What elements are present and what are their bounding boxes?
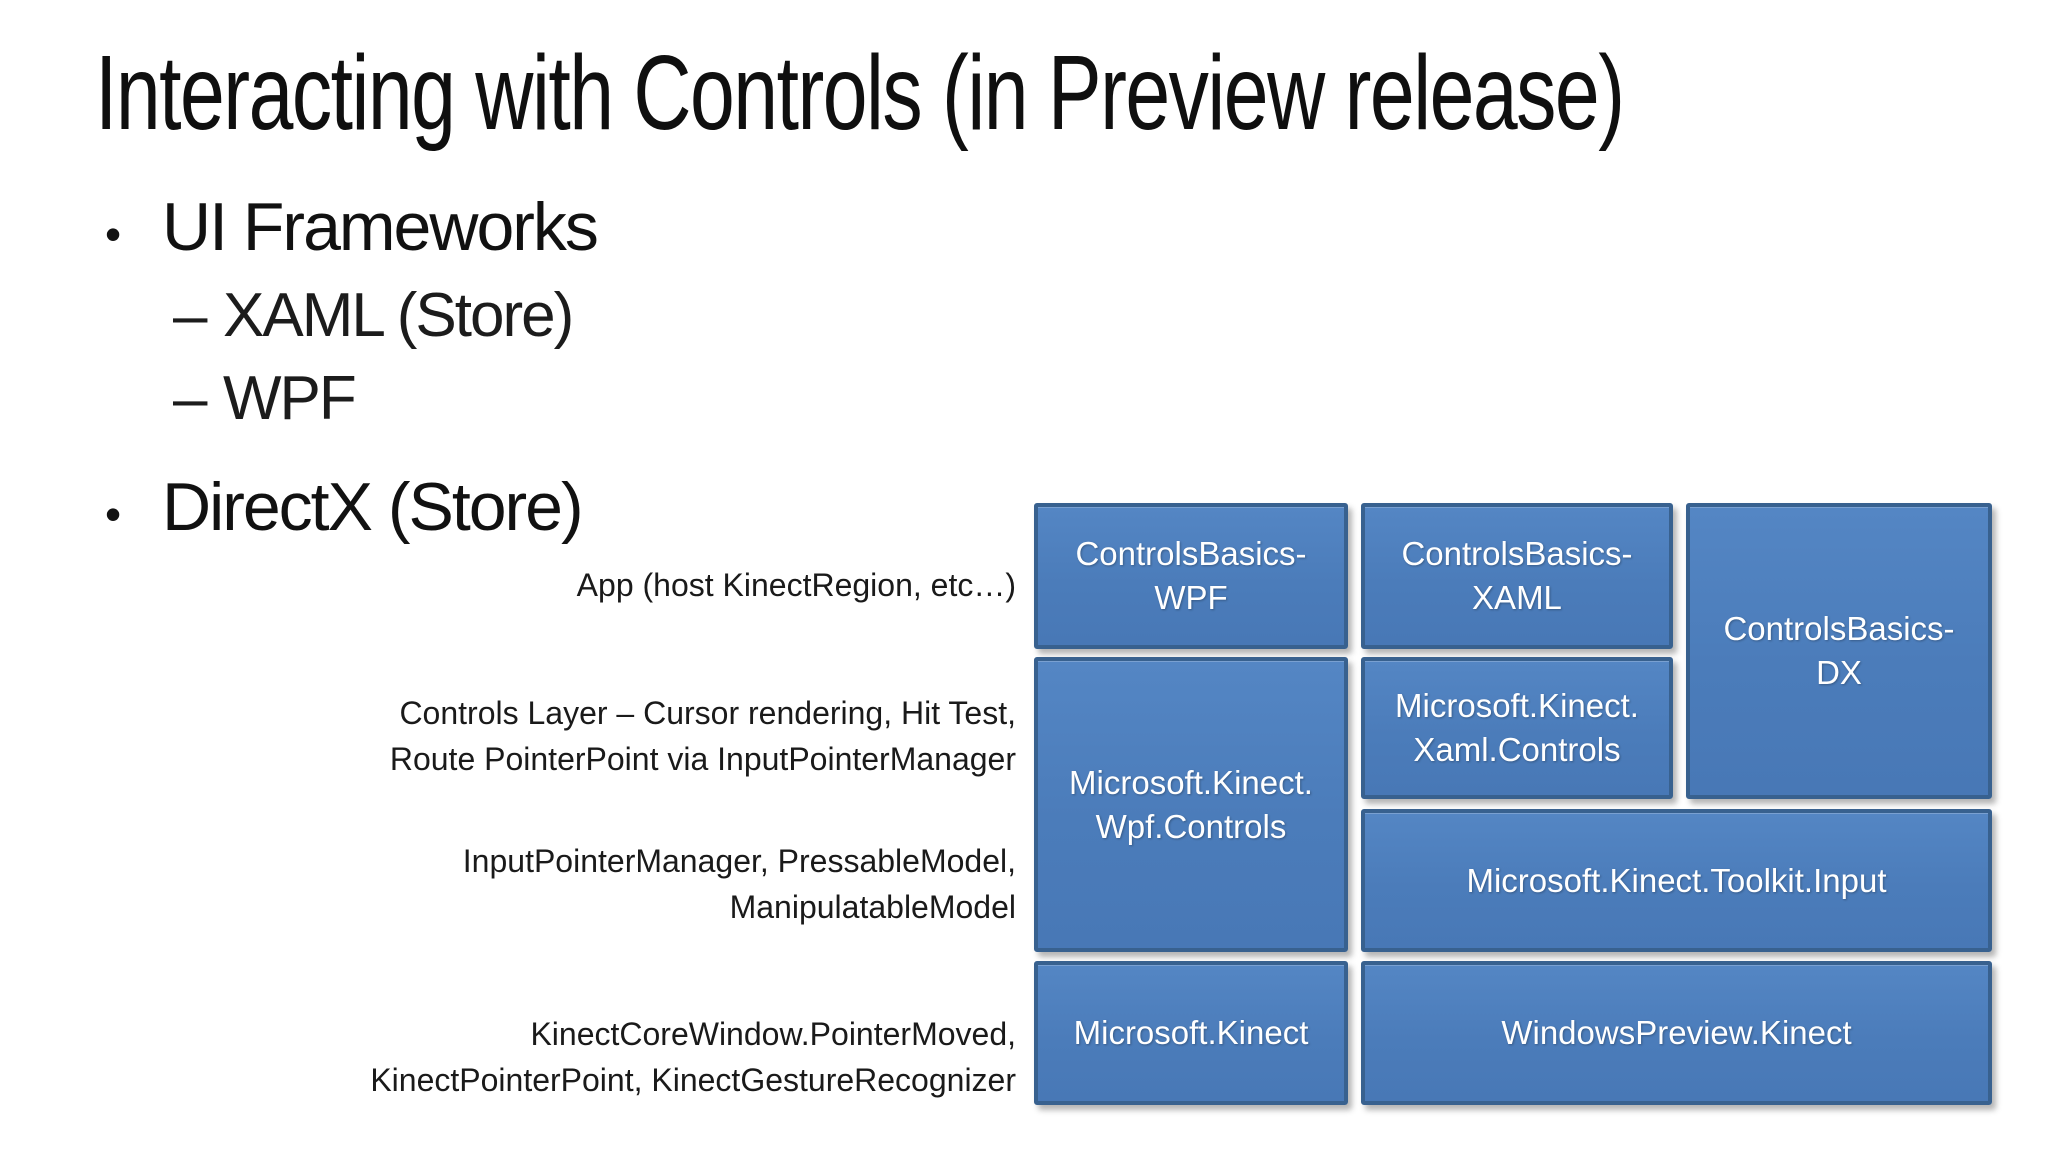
label-controls-layer: Controls Layer – Cursor rendering, Hit T…: [389, 695, 1016, 777]
bullet-dash-icon: –: [173, 281, 208, 350]
box-microsoft-kinect-wpf-controls: Microsoft.Kinect. Wpf.Controls: [1034, 657, 1348, 952]
box-microsoft-kinect: Microsoft.Kinect: [1034, 961, 1348, 1105]
slide-title: Interacting with Controls (in Preview re…: [95, 34, 1625, 152]
bullet-wpf: –WPF: [173, 361, 357, 437]
bullet-text-wpf: WPF: [223, 364, 357, 433]
bullet-text-xaml-store: XAML (Store): [223, 281, 574, 350]
bullet-xaml-store: –XAML (Store): [173, 278, 574, 354]
box-controlsbasics-wpf: ControlsBasics- WPF: [1034, 503, 1348, 649]
bullet-text-directx-store: DirectX (Store): [162, 469, 584, 545]
bullet-dot-icon: •: [105, 208, 122, 260]
bullet-ui-frameworks: • UI Frameworks: [105, 187, 599, 274]
box-microsoft-kinect-toolkit-input: Microsoft.Kinect.Toolkit.Input: [1361, 809, 1992, 952]
bullet-dash-icon: –: [173, 364, 208, 433]
bullet-dot-icon: •: [105, 488, 122, 540]
bullet-text-ui-frameworks: UI Frameworks: [162, 189, 599, 265]
box-controlsbasics-dx: ControlsBasics- DX: [1686, 503, 1992, 799]
box-controlsbasics-xaml: ControlsBasics- XAML: [1361, 503, 1673, 649]
label-app-layer: App (host KinectRegion, etc…): [576, 567, 1016, 603]
box-windowspreview-kinect: WindowsPreview.Kinect: [1361, 961, 1992, 1105]
label-core-window-layer: KinectCoreWindow.PointerMoved, KinectPoi…: [370, 1016, 1016, 1098]
bullet-directx-store: • DirectX (Store): [105, 467, 584, 554]
box-microsoft-kinect-xaml-controls: Microsoft.Kinect. Xaml.Controls: [1361, 657, 1673, 799]
label-input-manager-layer: InputPointerManager, PressableModel, Man…: [462, 843, 1016, 925]
